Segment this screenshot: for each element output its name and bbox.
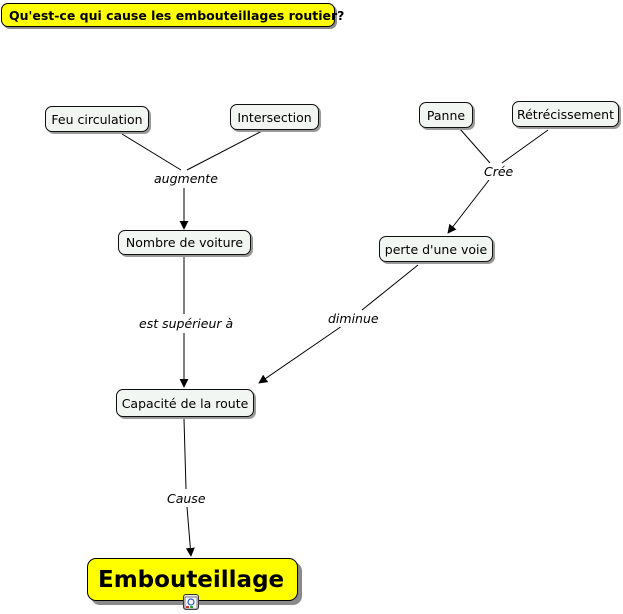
concept-embouteillage[interactable]: Embouteillage bbox=[87, 558, 298, 601]
concept-retrecissement[interactable]: Rétrécissement bbox=[512, 101, 619, 127]
map-title: Qu'est-ce qui cause les embouteillages r… bbox=[1, 3, 344, 27]
link-augmente[interactable]: augmente bbox=[154, 171, 218, 187]
line-panne-to-cree bbox=[459, 128, 491, 164]
link-diminue[interactable]: diminue bbox=[328, 311, 379, 327]
line-perte-to-diminue bbox=[361, 264, 419, 311]
resource-icon[interactable] bbox=[183, 594, 199, 610]
line-cree-to-perte bbox=[447, 179, 490, 234]
link-cree[interactable]: Crée bbox=[484, 164, 514, 180]
concept-capacite-de-la-route[interactable]: Capacité de la route bbox=[116, 389, 254, 417]
link-est-superieur-a[interactable]: est supérieur à bbox=[139, 316, 234, 332]
concept-nombre-de-voiture[interactable]: Nombre de voiture bbox=[118, 230, 251, 255]
line-diminue-to-capacite bbox=[258, 325, 343, 384]
concept-perte-d-une-voie[interactable]: perte d'une voie bbox=[379, 236, 493, 262]
concept-intersection[interactable]: Intersection bbox=[230, 104, 319, 130]
concept-feu-circulation[interactable]: Feu circulation bbox=[45, 106, 149, 132]
concept-panne[interactable]: Panne bbox=[419, 102, 473, 128]
line-intersection-to-augmente bbox=[186, 130, 263, 171]
line-retrecissement-to-cree bbox=[501, 129, 549, 164]
line-capacite-to-cause bbox=[183, 418, 187, 490]
line-feu-to-augmente bbox=[121, 133, 182, 171]
resource-icon-graphic bbox=[184, 596, 198, 610]
link-cause[interactable]: Cause bbox=[167, 491, 206, 507]
line-cause-to-embouteillage bbox=[185, 506, 195, 557]
